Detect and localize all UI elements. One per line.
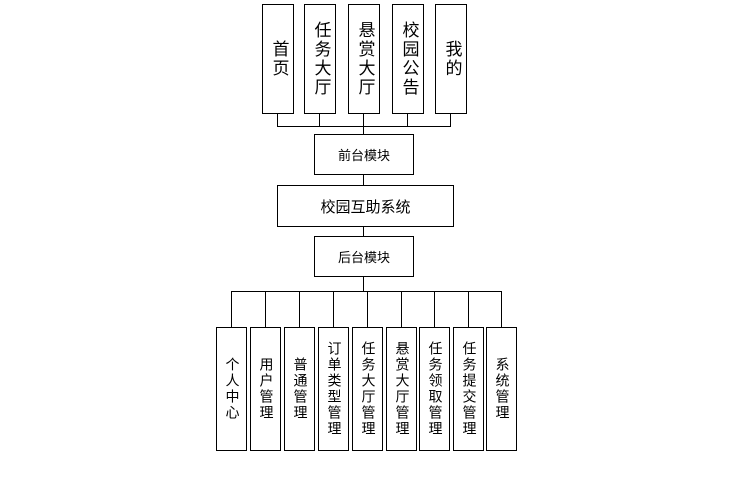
connector-line <box>450 114 451 127</box>
front-module-label: 我的 <box>441 40 462 78</box>
connector-line <box>407 114 408 127</box>
system-root-label: 校园互助系统 <box>320 197 411 216</box>
connector-line <box>363 277 364 292</box>
connector-line <box>265 291 266 328</box>
back-module-label: 系统管理 <box>493 357 510 421</box>
back-module-label: 任务提交管理 <box>460 341 477 437</box>
connector-line <box>299 291 300 328</box>
back-module-task-submit-management: 任务提交管理 <box>453 327 484 451</box>
back-module-label: 用户管理 <box>257 357 274 421</box>
connector-line <box>501 291 502 328</box>
connector-line <box>367 291 368 328</box>
front-module-reward-hall: 悬赏大厅 <box>348 4 380 114</box>
front-module-home: 首页 <box>262 4 294 114</box>
front-module-label: 首页 <box>268 40 289 78</box>
connector-line <box>231 291 232 328</box>
back-module-group-label: 后台模块 <box>337 251 390 266</box>
connector-line <box>401 291 402 328</box>
front-module-campus-notice: 校园公告 <box>392 4 424 114</box>
back-module-label: 订单类型管理 <box>325 341 342 437</box>
back-module-personal-center: 个人中心 <box>216 327 247 451</box>
connector-line <box>363 175 364 186</box>
back-module-user-management: 用户管理 <box>250 327 281 451</box>
back-module-task-hall-management: 任务大厅管理 <box>352 327 383 451</box>
back-module-label: 任务大厅管理 <box>359 341 376 437</box>
back-module-general-management: 普通管理 <box>284 327 315 451</box>
connector-line <box>333 291 334 328</box>
back-module-task-claim-management: 任务领取管理 <box>419 327 450 451</box>
front-module-group: 前台模块 <box>314 134 414 175</box>
back-module-group: 后台模块 <box>314 236 414 277</box>
back-module-label: 个人中心 <box>223 357 240 421</box>
front-module-label: 悬赏大厅 <box>354 21 375 97</box>
connector-line <box>231 291 502 292</box>
back-module-label: 悬赏大厅管理 <box>393 341 410 437</box>
front-module-label: 任务大厅 <box>310 21 331 97</box>
front-module-mine: 我的 <box>435 4 467 114</box>
front-module-label: 校园公告 <box>398 21 419 97</box>
front-module-group-label: 前台模块 <box>337 149 390 164</box>
connector-line <box>363 227 364 237</box>
connector-line <box>434 291 435 328</box>
system-root: 校园互助系统 <box>277 185 454 227</box>
back-module-label: 普通管理 <box>291 357 308 421</box>
connector-line <box>363 126 364 135</box>
connector-line <box>277 114 278 127</box>
connector-line <box>363 114 364 127</box>
connector-line <box>319 114 320 127</box>
connector-line <box>277 126 451 127</box>
back-module-label: 任务领取管理 <box>426 341 443 437</box>
back-module-reward-hall-management: 悬赏大厅管理 <box>386 327 417 451</box>
back-module-order-type-management: 订单类型管理 <box>318 327 349 451</box>
front-module-task-hall: 任务大厅 <box>304 4 336 114</box>
connector-line <box>468 291 469 328</box>
back-module-system-management: 系统管理 <box>486 327 517 451</box>
